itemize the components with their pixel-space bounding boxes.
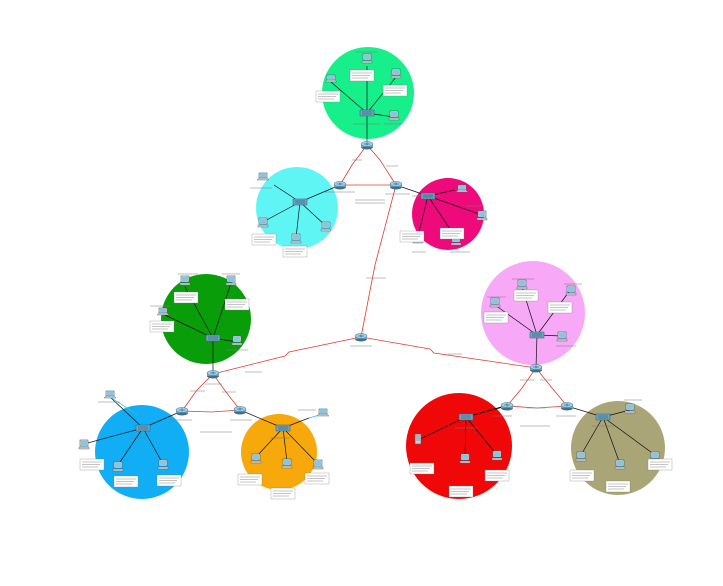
pc-icon[interactable]	[565, 285, 577, 296]
router-icon[interactable]	[500, 402, 514, 411]
pc-icon[interactable]	[320, 221, 332, 232]
wan-link-right-b	[535, 367, 568, 407]
lan-cluster-cyan	[256, 167, 338, 249]
pc-icon[interactable]	[614, 459, 626, 470]
pc-icon[interactable]	[281, 458, 293, 469]
laptop-icon[interactable]	[455, 184, 469, 193]
pc-icon[interactable]	[290, 233, 302, 244]
lan-cluster-orange	[241, 414, 317, 490]
laptop-icon[interactable]	[316, 408, 330, 417]
pc-icon[interactable]	[624, 403, 636, 414]
switch-icon[interactable]	[458, 413, 474, 421]
switch-icon[interactable]	[135, 424, 151, 432]
wan-links	[181, 144, 568, 413]
router-icon[interactable]	[233, 406, 247, 415]
switch-icon[interactable]	[529, 331, 545, 339]
pc-icon[interactable]	[361, 53, 373, 64]
wan-link-upper-right	[366, 144, 397, 186]
router-icon[interactable]	[529, 364, 543, 373]
wan-link-core-to-upper	[360, 184, 397, 338]
router-icon[interactable]	[389, 181, 403, 190]
router-icon[interactable]	[354, 333, 368, 342]
laptop-icon[interactable]	[256, 172, 270, 181]
pc-icon[interactable]	[179, 275, 191, 286]
lan-links	[83, 66, 656, 466]
pc-icon[interactable]	[575, 451, 587, 462]
pc-icon[interactable]	[556, 331, 568, 342]
switch-icon[interactable]	[205, 334, 221, 342]
pc-icon[interactable]	[312, 459, 324, 470]
wan-link-core-to-left	[212, 336, 362, 375]
pc-icon[interactable]	[388, 110, 400, 121]
wan-link-right-a	[506, 367, 537, 407]
wan-link-core-to-right	[360, 336, 537, 369]
router-icon[interactable]	[333, 181, 347, 190]
laptop-icon[interactable]	[156, 307, 170, 316]
laptop-icon[interactable]	[324, 74, 338, 83]
laptop-icon[interactable]	[103, 390, 117, 399]
router-icon[interactable]	[206, 370, 220, 379]
pc-icon[interactable]	[476, 210, 488, 221]
pc-icon[interactable]	[489, 297, 501, 308]
lan-cluster-green	[161, 274, 251, 364]
router-icon[interactable]	[360, 141, 374, 150]
wan-link-upper-left	[339, 144, 368, 186]
pc-icon[interactable]	[516, 279, 528, 290]
wan-link-left-a	[181, 373, 214, 412]
pc-icon[interactable]	[390, 68, 402, 79]
pc-icon[interactable]	[491, 450, 503, 461]
switch-icon[interactable]	[595, 413, 611, 421]
pc-icon[interactable]	[250, 453, 262, 464]
pc-icon[interactable]	[231, 335, 243, 346]
switch-icon[interactable]	[275, 424, 291, 432]
pc-icon[interactable]	[257, 217, 269, 228]
switch-icon[interactable]	[292, 198, 308, 206]
device-captions	[98, 51, 642, 439]
pc-icon[interactable]	[459, 453, 471, 464]
lan-cluster-olive	[571, 401, 665, 495]
pc-icon[interactable]	[112, 461, 124, 472]
server-icon[interactable]	[414, 433, 422, 445]
router-icon[interactable]	[560, 402, 574, 411]
switch-icon[interactable]	[359, 109, 375, 117]
wan-link-left-c	[181, 409, 241, 413]
pc-icon[interactable]	[157, 459, 169, 470]
pc-icon[interactable]	[225, 275, 237, 286]
pc-icon[interactable]	[78, 439, 90, 450]
router-icon[interactable]	[175, 407, 189, 416]
